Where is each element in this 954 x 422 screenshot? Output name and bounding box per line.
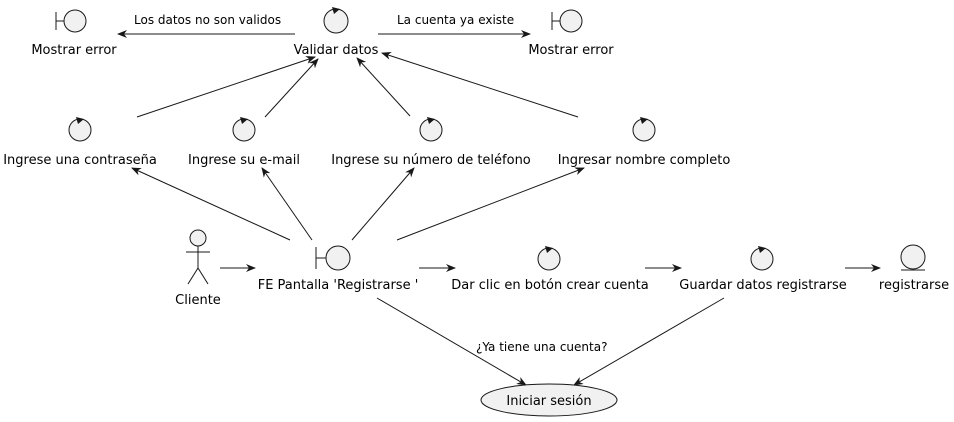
node-label: Iniciar sesión	[506, 394, 591, 409]
boundary-mostrar-error-left: Mostrar error	[31, 9, 117, 58]
node-label: Mostrar error	[31, 43, 117, 58]
edge-pantalla-to-telefono	[351, 167, 415, 241]
edge-label-ya-existe: La cuenta ya existe	[397, 13, 514, 27]
control-guardar-datos: Guardar datos registrarse	[679, 246, 847, 293]
control-validar-datos: Validar datos	[294, 7, 379, 58]
node-label: Ingrese una contraseña	[3, 153, 157, 168]
edge-guardar-to-iniciar	[573, 297, 725, 386]
node-label: FE Pantalla 'Registrarse '	[258, 278, 419, 293]
control-ingrese-telefono: Ingrese su número de teléfono	[331, 117, 531, 168]
control-icon	[750, 246, 774, 271]
node-label: registrarse	[879, 278, 949, 293]
control-ingresar-nombre: Ingresar nombre completo	[558, 117, 731, 168]
control-ingrese-email: Ingrese su e-mail	[188, 117, 300, 168]
node-label: Validar datos	[294, 43, 379, 58]
control-icon	[537, 246, 561, 271]
node-label: Ingrese su número de teléfono	[331, 153, 531, 168]
edge-pantalla-to-nombre	[396, 167, 585, 241]
control-icon	[232, 117, 256, 142]
edge-email-to-validar	[264, 58, 319, 118]
entity-icon	[900, 244, 926, 271]
edge-pantalla-to-iniciar	[376, 297, 527, 386]
node-label: Ingresar nombre completo	[558, 153, 731, 168]
control-ingrese-contrasena: Ingrese una contraseña	[3, 117, 157, 168]
edges	[117, 30, 881, 386]
node-label: Mostrar error	[528, 43, 614, 58]
edge-telefono-to-validar	[356, 57, 411, 117]
entity-registrarse: registrarse	[879, 244, 949, 293]
edge-label-tiene-cuenta: ¿Ya tiene una cuenta?	[476, 340, 607, 354]
actor-cliente: Cliente	[175, 229, 221, 308]
edge-label-no-validos: Los datos no son validos	[134, 13, 281, 27]
usecase-ellipse	[480, 383, 618, 417]
control-icon	[68, 117, 92, 142]
boundary-icon	[551, 9, 583, 33]
boundary-mostrar-error-right: Mostrar error	[528, 9, 614, 58]
node-label: Ingrese su e-mail	[188, 153, 300, 168]
boundary-icon	[55, 9, 87, 33]
boundary-fe-pantalla-registrarse: FE Pantalla 'Registrarse '	[258, 245, 419, 293]
edge-pantalla-to-contrasena	[131, 167, 291, 241]
usecase-iniciar-sesion: Iniciar sesión	[480, 383, 618, 417]
edge-nombre-to-validar	[381, 51, 579, 118]
boundary-icon	[315, 245, 351, 271]
edge-contrasena-to-validar	[136, 56, 316, 118]
node-label: Dar clic en botón crear cuenta	[451, 278, 648, 293]
node-label: Cliente	[175, 293, 221, 308]
control-icon	[323, 7, 349, 34]
control-dar-clic: Dar clic en botón crear cuenta	[451, 246, 649, 293]
edge-pantalla-to-email	[261, 167, 313, 241]
control-icon	[419, 117, 443, 142]
actor-icon	[186, 229, 210, 285]
control-icon	[632, 117, 656, 142]
node-label: Guardar datos registrarse	[679, 278, 846, 293]
